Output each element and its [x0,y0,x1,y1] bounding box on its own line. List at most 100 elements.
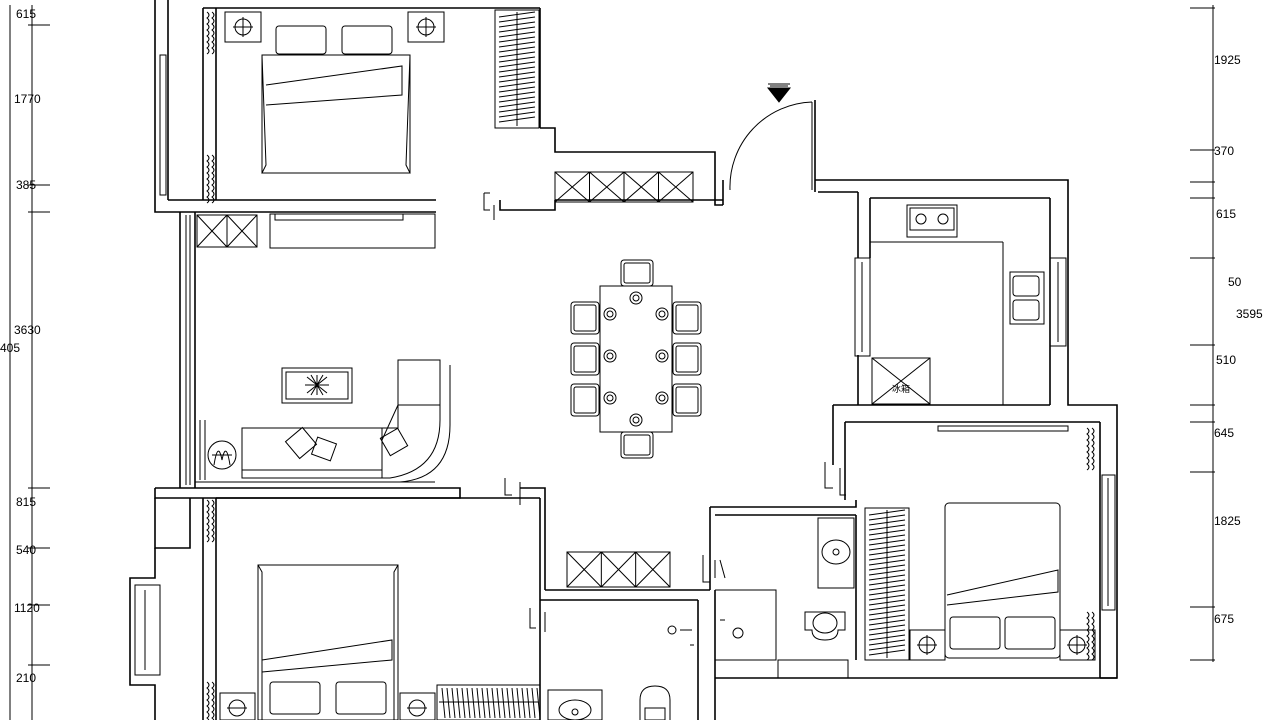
kitchen-sink[interactable] [1009,271,1045,325]
hanger [496,687,501,719]
wardrobe[interactable] [436,684,541,720]
hanger [868,649,906,656]
hanger [498,51,536,58]
bedroom-bottom-left [206,478,546,720]
shower-icon [667,625,677,635]
burner-icon [915,213,927,225]
nightstand [219,692,256,720]
pillow [341,25,393,55]
bedroom-top-left [196,9,540,249]
coffee-table[interactable] [281,367,353,404]
hanger [451,687,456,719]
hall-cabinet [554,171,694,203]
hanger [868,569,906,576]
dim-385: 385 [16,178,36,192]
hanger [868,619,906,626]
nightstand [407,11,445,43]
hanger [498,31,536,38]
hanger [498,101,536,108]
dining-chair[interactable] [672,301,702,335]
stove[interactable] [906,204,958,238]
hanger [868,629,906,636]
double-bed[interactable] [944,502,1061,659]
fridge[interactable] [871,357,931,405]
wardrobe[interactable] [494,9,540,129]
hanger [498,21,536,28]
bathroom-center [702,517,855,641]
hanger [868,579,906,586]
hanger [868,594,906,601]
hanger [446,687,451,719]
plant-icon [305,374,329,396]
hanger [868,624,906,631]
dim-1925: 1925 [1214,53,1241,67]
dim-210: 210 [16,671,36,685]
hanger [868,539,906,546]
sofa-corner[interactable] [381,359,441,479]
plate-icon [603,391,617,405]
hanger [868,534,906,541]
hanger [868,644,906,651]
fridge-label: 冰箱 [892,383,910,394]
dining-chair[interactable] [672,383,702,417]
dining-chair[interactable] [620,259,654,287]
hanger [868,634,906,641]
dim-645: 645 [1214,426,1234,440]
pillow [269,681,321,715]
entry-arrow-icon [766,87,792,103]
dining-chair[interactable] [672,342,702,376]
dim-405: 405 [0,341,20,355]
left-dimension-line: 615 1770 385 3630 405 815 540 1120 210 [0,5,50,720]
dining-chair[interactable] [620,431,654,459]
kitchen: 冰箱 [854,204,1067,405]
hanger [498,86,536,93]
hanger [511,687,516,719]
hanger [498,41,536,48]
entry-door[interactable] [729,83,813,191]
dim-675: 675 [1214,612,1234,626]
toilet-icon[interactable] [804,611,846,641]
hanger [868,589,906,596]
shower-icon [732,627,744,639]
dim-1770: 1770 [14,92,41,106]
pillow [275,25,327,55]
toilet-icon[interactable] [639,685,671,720]
pillow [335,681,387,715]
hanger [471,687,476,719]
hanger [506,687,511,719]
hanger [868,544,906,551]
dining-chair[interactable] [570,383,600,417]
curtain [1086,427,1095,661]
dim-615-left: 615 [16,7,36,21]
burner-icon [937,213,949,225]
hanger [466,687,471,719]
hanger [486,687,491,719]
nightstand [224,11,262,43]
hanger [498,96,536,103]
hanger [536,687,541,719]
hanger [491,687,496,719]
hanger [501,687,506,719]
bath-cabinet [566,551,671,588]
double-bed[interactable] [261,54,411,174]
hanger [498,46,536,53]
curtain [206,11,215,204]
washbasin[interactable] [817,517,855,589]
hanger [498,11,536,18]
dining-set[interactable] [570,259,702,459]
dining-chair[interactable] [570,301,600,335]
washbasin[interactable] [547,689,603,720]
dining-chair[interactable] [570,342,600,376]
hanger [498,106,536,113]
hanger [868,509,906,516]
dim-1120: 1120 [14,601,40,615]
hanger [441,687,446,719]
tv [937,425,1069,432]
dim-3630: 3630 [14,323,41,337]
bedroom-right [824,425,1116,661]
hanger [868,639,906,646]
cushion-icon [284,426,409,462]
wardrobe[interactable] [864,507,910,661]
right-dimension-line: 1925 370 615 50 3595 510 645 1825 675 [1190,5,1263,662]
